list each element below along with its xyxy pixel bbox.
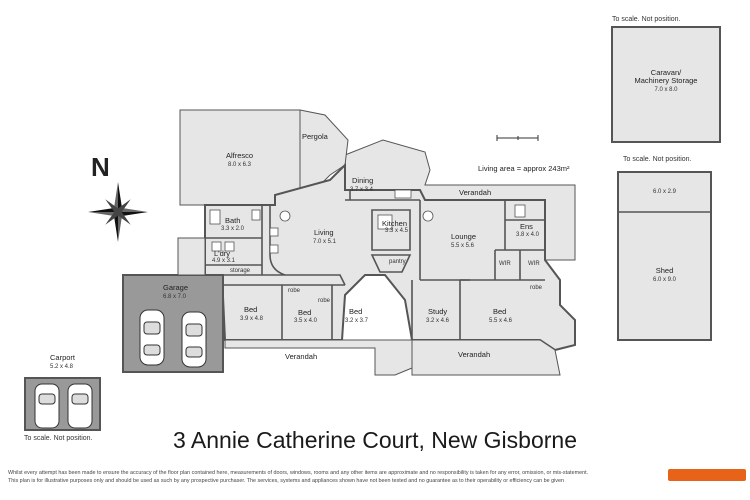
carport-dim: 5.2 x 4.8 — [50, 364, 74, 370]
living-area-label: Living area = approx 243m² — [478, 164, 570, 173]
wir1-name: WIR — [499, 261, 511, 267]
dining-name: Dining — [352, 176, 374, 185]
storage-name: storage — [230, 268, 251, 274]
compass-north-label: N — [91, 152, 110, 182]
car-icon-garage-2 — [181, 311, 207, 368]
alfresco-name: Alfresco — [226, 151, 254, 160]
verandah-left-area — [224, 339, 413, 376]
bed1-name: Bed — [244, 305, 258, 314]
ens-dim: 3.8 x 4.0 — [516, 232, 540, 238]
lounge-name: Lounge — [451, 232, 477, 241]
ldry-dim: 4.9 x 3.1 — [212, 258, 236, 264]
caravan-dim: 7.0 x 8.0 — [654, 87, 678, 93]
alfresco-dim: 8.0 x 6.3 — [228, 162, 252, 168]
compass-rose-icon — [88, 182, 148, 242]
robe1-name: robe — [288, 288, 301, 294]
disclaimer-text: Whilst every attempt has been made to en… — [8, 469, 708, 485]
pantry-name: pantry — [389, 259, 406, 265]
verandah-right-area — [411, 339, 561, 376]
ens-name: Ens — [520, 222, 533, 231]
living-name: Living — [314, 228, 334, 237]
study-dim: 3.2 x 4.6 — [426, 318, 450, 324]
house-interior — [204, 162, 576, 352]
pergola-name: Pergola — [302, 132, 328, 141]
disclaimer-line-1: Whilst every attempt has been made to en… — [8, 470, 589, 476]
carport-name: Carport — [50, 353, 76, 362]
garage-name: Garage — [163, 283, 189, 292]
carport-note: To scale. Not position. — [24, 435, 93, 442]
car-icon-carport-2 — [67, 383, 93, 429]
property-address-title: 3 Annie Catherine Court, New Gisborne — [173, 427, 577, 453]
shed-note: To scale. Not position. — [623, 156, 692, 163]
car-icon-garage-1 — [139, 309, 165, 366]
caravan-name-line2: Machinery Storage — [634, 76, 698, 85]
verandah-left-name: Verandah — [285, 352, 318, 361]
bed2-name: Bed — [298, 308, 312, 317]
caravan-storage-outline — [611, 26, 721, 143]
scale-bar — [496, 135, 539, 141]
wir2-name: WIR — [528, 261, 540, 267]
bed4-name: Bed — [493, 307, 507, 316]
living-dim: 7.0 x 5.1 — [313, 239, 337, 245]
ldry-name: L'dry — [214, 249, 231, 258]
shed-dim: 6.0 x 9.0 — [652, 277, 676, 283]
kitchen-name: Kitchen — [382, 219, 408, 228]
verandah-top-name: Verandah — [459, 188, 492, 197]
caravan-name-line1: Caravan/ — [650, 68, 682, 77]
study-name: Study — [428, 307, 448, 316]
bed2-dim: 3.5 x 4.0 — [294, 318, 318, 324]
bath-name: Bath — [225, 216, 241, 225]
garage-dim: 6.8 x 7.0 — [163, 294, 187, 300]
fixtures — [209, 189, 526, 254]
interior-walls — [205, 190, 545, 340]
verandah-right-name: Verandah — [458, 350, 491, 359]
shed-name: Shed — [655, 266, 674, 275]
bed4-dim: 5.5 x 4.6 — [489, 318, 513, 324]
dining-dim: 3.7 x 3.4 — [350, 187, 374, 193]
shed-dim-small: 6.0 x 2.9 — [652, 189, 676, 195]
bath-dim: 3.3 x 2.0 — [221, 226, 245, 232]
bed1-dim: 3.9 x 4.8 — [240, 316, 264, 322]
robe2-name: robe — [318, 298, 331, 304]
kitchen-dim: 3.3 x 4.5 — [385, 228, 409, 234]
disclaimer-line-2: This plan is for illustrative purposes o… — [8, 478, 564, 484]
robe3-name: robe — [530, 285, 543, 291]
bed3-name: Bed — [349, 307, 363, 316]
car-icon-carport-1 — [34, 383, 60, 429]
brand-logo — [668, 469, 746, 481]
caravan-note: To scale. Not position. — [612, 16, 681, 23]
lounge-dim: 5.5 x 5.6 — [451, 243, 475, 249]
shed-outline — [617, 171, 712, 341]
bed3-dim: 3.2 x 3.7 — [345, 318, 369, 324]
